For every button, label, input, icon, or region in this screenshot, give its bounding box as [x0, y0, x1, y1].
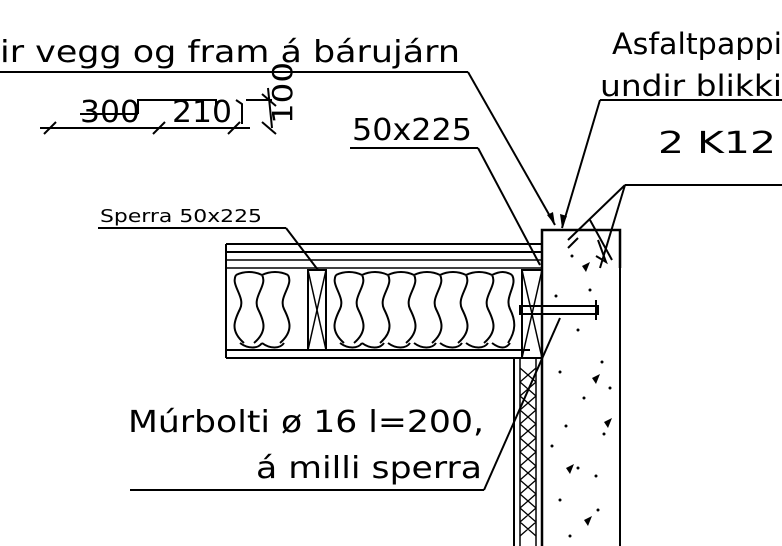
roof-assembly — [225, 243, 542, 359]
label-beam: 50x225 — [352, 113, 472, 148]
leader-beam — [350, 147, 541, 266]
leader-rebar — [567, 184, 782, 269]
insulation-pattern — [233, 271, 516, 349]
dim-100: 100 — [266, 62, 299, 124]
label-top-left: ir vegg og fram á bárujárn — [0, 35, 460, 70]
label-bolt-line1: Múrbolti ø 16 l=200, — [128, 405, 484, 440]
label-asfaltpappi: Asfaltpappi — [612, 27, 782, 61]
label-rebar: 2 K12 — [658, 126, 776, 161]
concrete-wall — [540, 219, 622, 546]
label-bolt-line2: á milli sperra — [256, 451, 482, 486]
rafter-cross — [307, 269, 327, 351]
dim-210: 210 — [172, 95, 232, 130]
label-rafter: Sperra 50x225 — [100, 206, 262, 227]
leader-rafter — [98, 227, 319, 271]
label-undir-blikki: undir blikki — [600, 69, 782, 103]
anchor-bolt — [519, 300, 599, 320]
leader-top-left — [0, 71, 556, 226]
dimension-chain — [40, 87, 277, 135]
leader-asfaltpappi — [560, 99, 782, 229]
dim-300: 300 — [80, 95, 140, 130]
leader-bolt — [130, 317, 561, 491]
wall-insulation — [513, 358, 537, 546]
